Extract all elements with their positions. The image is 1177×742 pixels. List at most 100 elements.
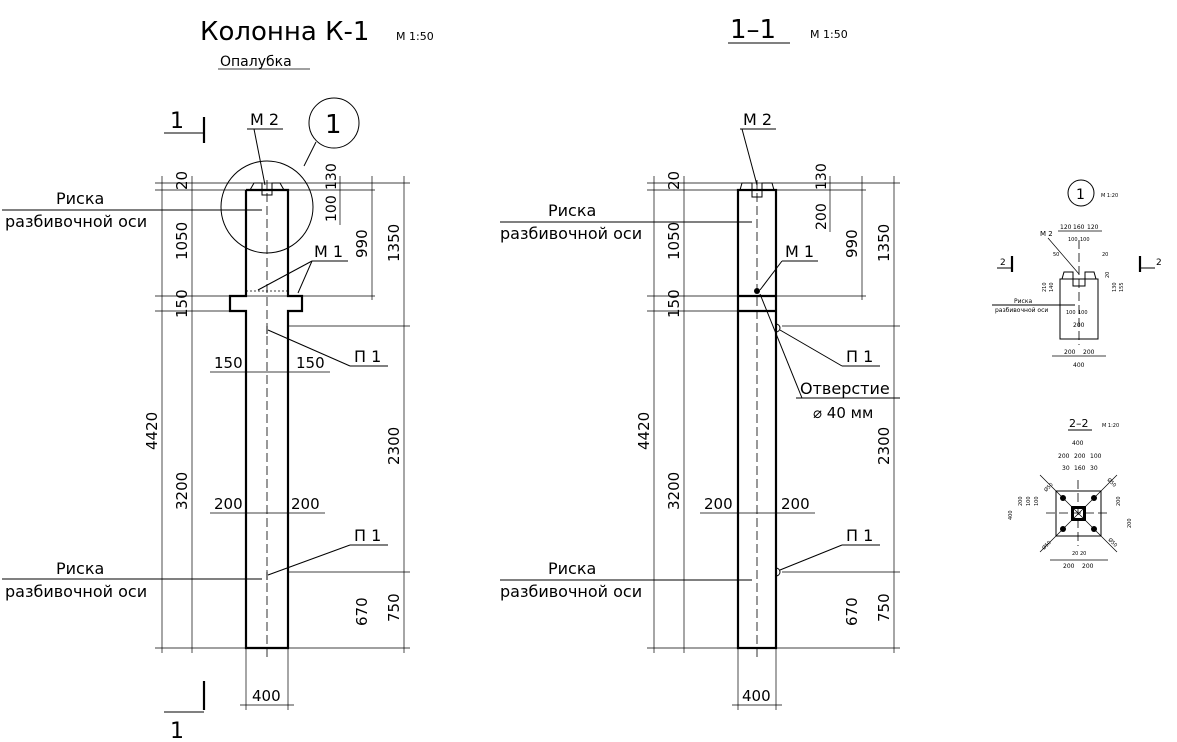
m2-leader-mid-arrow bbox=[741, 128, 758, 186]
section-2-top-total: 400 bbox=[1072, 440, 1084, 447]
detail-1-number: 1 bbox=[1076, 187, 1085, 203]
section-2-top2-a: 30 bbox=[1062, 465, 1070, 472]
dim-150-a: 150 bbox=[214, 354, 243, 372]
p1-leader-1-mid bbox=[779, 329, 843, 367]
title: Колонна К-1 bbox=[200, 17, 369, 47]
p1-leader-1-left bbox=[267, 329, 351, 367]
detail-1-bubble bbox=[1067, 179, 1095, 207]
detail-callout-leader bbox=[303, 141, 317, 167]
detail-1-top-a: 120 bbox=[1060, 224, 1072, 231]
dim-200-mid-b: 200 bbox=[781, 495, 810, 513]
section-2-square bbox=[1055, 490, 1102, 537]
riska-bottom-left-2: разбивочной оси bbox=[5, 582, 147, 601]
detail-1-bottom-b: 200 bbox=[1083, 349, 1095, 356]
section-2-left-b: 200 bbox=[1018, 496, 1024, 506]
p1-label-2-mid: П 1 bbox=[846, 526, 873, 545]
dim-3200-mid: 3200 bbox=[665, 472, 683, 510]
p1-label-1-mid: П 1 bbox=[846, 347, 873, 366]
m1-label-left: М 1 bbox=[314, 242, 343, 261]
dim-1050-mid: 1050 bbox=[665, 222, 683, 260]
riska-bottom-left-1: Риска bbox=[56, 559, 104, 578]
m2-label-mid: М 2 bbox=[743, 110, 772, 129]
detail-1-side-a: 50 bbox=[1053, 252, 1059, 258]
dim-670-left: 670 bbox=[353, 597, 371, 626]
detail-1-mid-b: 100 bbox=[1078, 310, 1088, 316]
p1-label-1-left: П 1 bbox=[354, 347, 381, 366]
detail-1-mark-right: 2 bbox=[1156, 258, 1162, 268]
hole-leader-mid bbox=[759, 293, 803, 399]
detail-1-right-c: 155 bbox=[1119, 282, 1125, 292]
dim-400-mid: 400 bbox=[742, 687, 771, 705]
detail-1-left-a: 210 bbox=[1042, 282, 1048, 292]
dim-200-a: 200 bbox=[214, 495, 243, 513]
section-2-left-a: 400 bbox=[1008, 510, 1014, 520]
detail-1-riska-1: Риска bbox=[1014, 298, 1032, 305]
p1-loop-1-mid bbox=[775, 323, 781, 333]
detail-1-mark-left: 2 bbox=[1000, 258, 1006, 268]
dim-1350-mid: 1350 bbox=[875, 224, 893, 262]
m1-leader-mid-arrow bbox=[759, 260, 783, 291]
dim-20-mid: 20 bbox=[665, 171, 683, 190]
dim-750-left: 750 bbox=[385, 593, 403, 622]
dim-750-mid: 750 bbox=[875, 593, 893, 622]
detail-callout-number: 1 bbox=[325, 110, 342, 140]
dim-130-left: 130 bbox=[324, 163, 340, 190]
m1-leader-left-b bbox=[297, 260, 313, 294]
riska-bottom-mid-2: разбивочной оси bbox=[500, 582, 642, 601]
section-2-diag-a: Ø50 bbox=[1042, 481, 1054, 493]
riska-bottom-mid-1: Риска bbox=[548, 559, 596, 578]
dim-150-v-mid: 150 bbox=[665, 289, 683, 318]
dim-990-mid: 990 bbox=[843, 229, 861, 258]
detail-1-right-a: 20 bbox=[1105, 272, 1111, 278]
section-2-left-d: 100 bbox=[1034, 496, 1040, 506]
dim-20-left: 20 bbox=[173, 171, 191, 190]
section-2-diag-line-2 bbox=[1039, 474, 1118, 553]
section-2-right-b: 200 bbox=[1127, 518, 1133, 528]
section-2-scale: М 1:20 bbox=[1102, 423, 1119, 429]
section-2-top2-c: 30 bbox=[1090, 465, 1098, 472]
section-2-top-c: 100 bbox=[1090, 453, 1102, 460]
section-label: 1–1 bbox=[730, 15, 776, 45]
m1-label-mid: М 1 bbox=[785, 242, 814, 261]
hole-label-1: Отверстие bbox=[800, 379, 890, 398]
riska-top-mid-2: разбивочной оси bbox=[500, 224, 642, 243]
detail-1-200: 200 bbox=[1073, 322, 1085, 329]
dim-2300-left: 2300 bbox=[385, 427, 403, 465]
detail-1-riska-2: разбивочной оси bbox=[995, 307, 1048, 314]
section-2-top-b: 200 bbox=[1074, 453, 1086, 460]
dim-990-left: 990 bbox=[353, 229, 371, 258]
detail-1-mid-a: 100 bbox=[1066, 310, 1076, 316]
section-2-diag-d: Ø50 bbox=[1107, 536, 1119, 548]
dim-130-mid: 130 bbox=[814, 163, 830, 190]
p1-loop-2-mid bbox=[775, 567, 781, 577]
riska-top-left-2: разбивочной оси bbox=[5, 212, 147, 231]
dim-100-left: 100 bbox=[324, 195, 340, 222]
detail-1-side-b: 20 bbox=[1102, 252, 1108, 258]
m2-leader-left-arrow bbox=[253, 128, 266, 186]
section-marker-top-text: 1 bbox=[170, 109, 184, 134]
riska-top-mid-1: Риска bbox=[548, 201, 596, 220]
subtitle: Опалубка bbox=[220, 54, 292, 70]
p1-label-2-left: П 1 bbox=[354, 526, 381, 545]
dim-4420-left: 4420 bbox=[143, 412, 161, 450]
dim-3200-left: 3200 bbox=[173, 472, 191, 510]
detail-1-400: 400 bbox=[1073, 362, 1085, 369]
dim-400-left: 400 bbox=[252, 687, 281, 705]
detail-1-right-b: 130 bbox=[1112, 282, 1118, 292]
section-marker-bottom-text: 1 bbox=[170, 719, 184, 742]
detail-callout-bubble bbox=[308, 97, 360, 149]
hole-dot-mid bbox=[754, 288, 760, 294]
detail-1-scale: М 1:20 bbox=[1101, 193, 1118, 199]
section-2-bottom-b: 200 bbox=[1082, 563, 1094, 570]
dim-200-b: 200 bbox=[291, 495, 320, 513]
detail-1-m2: М 2 bbox=[1040, 230, 1053, 238]
p1-leader-2-left bbox=[267, 544, 351, 576]
dim-4420-mid: 4420 bbox=[635, 412, 653, 450]
riska-top-left-1: Риска bbox=[56, 189, 104, 208]
section-2-bottom-a: 200 bbox=[1063, 563, 1075, 570]
section-2-diag-b: Ø50 bbox=[1106, 476, 1118, 488]
detail-callout-circle bbox=[220, 160, 314, 254]
section-2-label: 2–2 bbox=[1069, 417, 1089, 430]
section-2-top-a: 200 bbox=[1058, 453, 1070, 460]
